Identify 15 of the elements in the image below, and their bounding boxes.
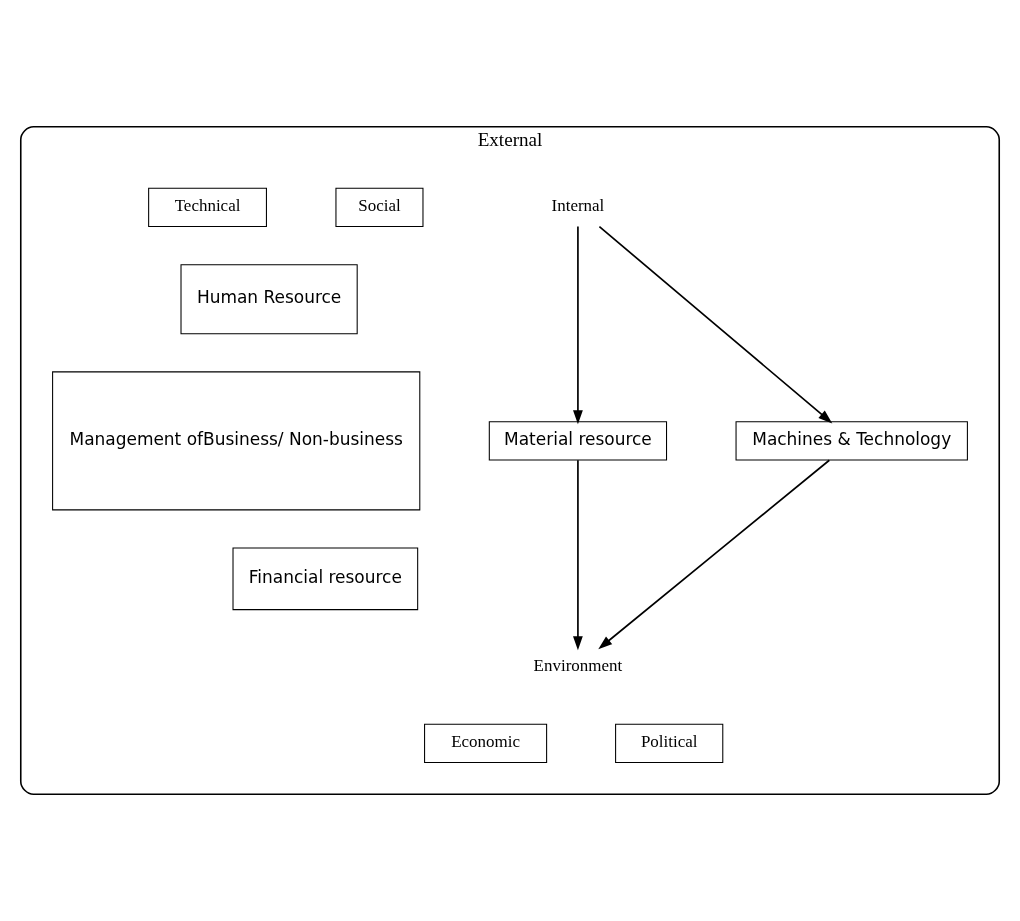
node-box: Human Resource [180,264,358,335]
node-box: Economic [424,723,548,763]
node-box: Social [335,187,424,227]
arrow [598,225,833,424]
node-text: Environment [533,655,623,675]
node-box: Financial resource [232,547,419,611]
node-box: Political [615,723,724,763]
node-text: Internal [551,196,605,216]
node-box: Technical [148,187,267,227]
node-box: Material resource [488,421,668,461]
node-box: Machines & Technology [735,421,968,461]
node-box: Management ofBusiness/ Non-business [52,371,421,511]
arrow [573,225,583,425]
arrow [573,459,583,651]
arrow [598,459,831,650]
